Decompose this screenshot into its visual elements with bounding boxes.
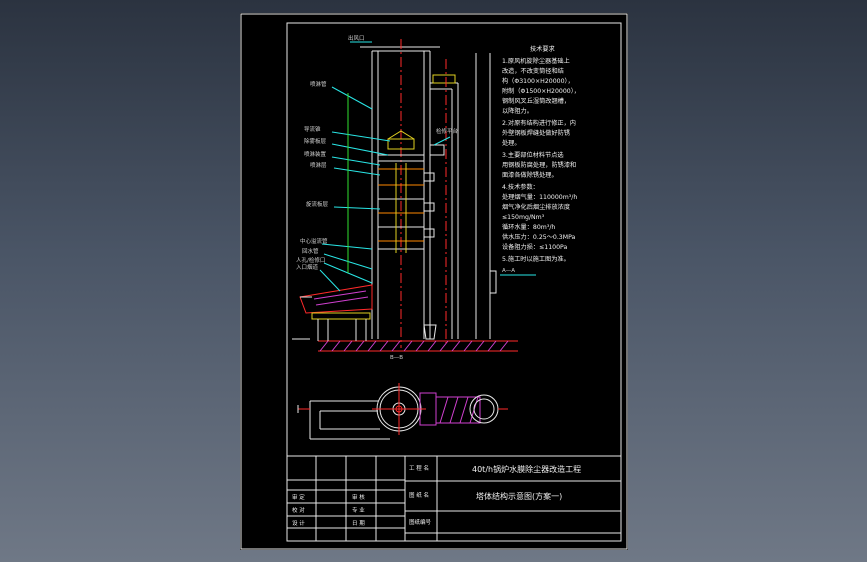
- note-line: 构（Φ3100×H20000），: [502, 77, 574, 85]
- callout-inlet-duct: 入口烟道: [296, 263, 319, 271]
- callout-spray-pipe: 喷淋管: [310, 80, 327, 88]
- note-line: 处理烟气量：110000m³/h: [502, 193, 577, 201]
- note-line: 钢制风叉丘湿筒改翘槽，: [502, 97, 570, 105]
- callout-leaders: [292, 41, 536, 340]
- callout-demister: 除雾板层: [304, 137, 327, 145]
- drawing-title: 塔体结构示意图(方案一): [476, 491, 562, 501]
- plan-view: [297, 383, 508, 440]
- outer-frame: [240, 13, 628, 550]
- note-line: 附制（Φ1500×H20000），: [502, 87, 580, 95]
- inner-frame: [286, 22, 622, 542]
- callout-swirl-plate: 旋流板层: [306, 200, 329, 208]
- note-line: 外壁钢板焊缝处做好防锈: [502, 129, 570, 137]
- number-label: 图纸编号: [409, 518, 432, 526]
- callout-overflow-pipe: 中心溢流管: [300, 237, 328, 245]
- note-line: 改造，不改变筒径和结: [502, 67, 564, 75]
- callout-platform: 检修平台: [436, 127, 459, 135]
- note-line: 以降阻力。: [502, 107, 533, 115]
- tb-approve: 审 定: [292, 493, 305, 501]
- drawing-sheet: 出风口 喷淋管 导流锥 除雾板层 喷淋装置 喷淋层 旋流板层 中心溢流管 回水管…: [240, 13, 628, 550]
- internal-trays: [378, 130, 445, 253]
- note-line: 5.施工时以施工图为准。: [502, 255, 570, 263]
- callout-guide-cone: 导流锥: [304, 125, 321, 133]
- note-line: ≤150mg/Nm³: [502, 214, 545, 221]
- note-line: 面漆各做除锈处理。: [502, 171, 558, 179]
- callout-labels: 出风口 喷淋管 导流锥 除雾板层 喷淋装置 喷淋层 旋流板层 中心溢流管 回水管…: [296, 34, 515, 361]
- title-block: 工 程 名 40t/h锅炉水膜除尘器改造工程 图 纸 名 塔体结构示意图(方案一…: [286, 455, 622, 542]
- note-line: 3.主要部位材料节点选: [502, 151, 564, 159]
- note-line: 处理。: [502, 139, 521, 147]
- note-line: 设备阻力损：≤1100Pa: [502, 243, 568, 251]
- callout-section-aa: A—A: [502, 268, 515, 274]
- callout-section-bb: B—B: [390, 355, 403, 361]
- note-line: 供水压力：0.25～0.3MPa: [502, 233, 576, 241]
- inlet-duct: [299, 284, 437, 341]
- callout-spray-layer: 喷淋层: [310, 161, 327, 169]
- project-name: 40t/h锅炉水膜除尘器改造工程: [472, 464, 581, 474]
- note-line: 循环水量：80m³/h: [502, 223, 555, 231]
- outlet-duct: [430, 53, 497, 343]
- tb-design: 设 计: [292, 519, 305, 527]
- cad-drawing: 出风口 喷淋管 导流锥 除雾板层 喷淋装置 喷淋层 旋流板层 中心溢流管 回水管…: [240, 13, 628, 550]
- note-line: 用钢板防腐处理，防锈漆和: [502, 161, 576, 169]
- tb-review: 审 核: [352, 493, 365, 501]
- note-line: 1.原风机旋除尘器基础上: [502, 57, 570, 65]
- callout-outlet: 出风口: [348, 34, 365, 42]
- notes-title: 技术要求: [530, 45, 555, 53]
- callout-spray-device: 喷淋装置: [304, 150, 327, 158]
- tb-date: 日 期: [352, 520, 365, 527]
- drawing-label: 图 纸 名: [409, 491, 429, 499]
- tb-check: 校 对: [292, 506, 305, 514]
- note-line: 4.技术参数：: [502, 183, 539, 191]
- callout-return-pipe: 回水管: [302, 247, 319, 255]
- callout-manhole: 人孔/检修口: [296, 256, 325, 264]
- technical-notes: 技术要求 1.原风机旋除尘器基础上 改造，不改变筒径和结 构（Φ3100×H20…: [502, 45, 580, 263]
- project-label: 工 程 名: [409, 464, 429, 472]
- ground-hatch: [318, 340, 518, 352]
- note-line: 烟气净化后烟尘排放浓度: [502, 203, 570, 211]
- note-line: 2.对原有结构进行修正，内: [502, 119, 576, 127]
- tb-discipline: 专 业: [352, 506, 365, 514]
